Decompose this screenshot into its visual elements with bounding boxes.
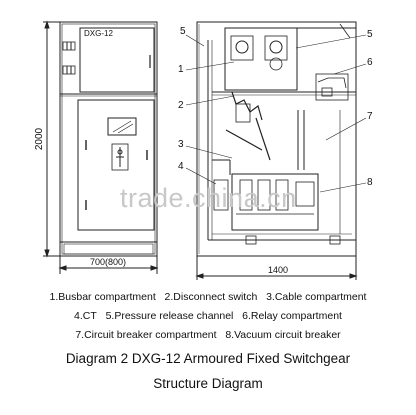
legend-row-3: 7.Circuit breaker compartment 8.Vacuum c…: [0, 328, 416, 342]
pressure-release-flap: [339, 23, 351, 39]
busbar-compartment: [224, 27, 298, 91]
callout-6: 6: [367, 57, 373, 68]
callout-5-right: 5: [367, 29, 373, 40]
front-top-door: [79, 27, 155, 93]
side-view: [185, 21, 367, 280]
callout-5-left: 5: [180, 26, 186, 37]
callout-1: 1: [178, 64, 184, 75]
legend-item-cable: 3.Cable compartment: [266, 291, 367, 303]
height-dimension-label: 2000: [34, 127, 45, 150]
legend-item-breaker-compartment: 7.Circuit breaker compartment: [75, 329, 217, 341]
legend-item-disconnect: 2.Disconnect switch: [164, 291, 258, 303]
watermark-text: trade.china.cn: [120, 183, 297, 213]
callout-4: 4: [178, 161, 184, 172]
callout-8: 8: [367, 177, 373, 188]
callout-3: 3: [178, 139, 184, 150]
caption-line-2: Structure Diagram: [153, 376, 263, 391]
callout-2: 2: [178, 100, 184, 111]
legend-item-relay: 6.Relay compartment: [242, 310, 342, 322]
side-cabinet-outline: [196, 21, 357, 257]
vacuum-circuit-breaker: [231, 173, 319, 231]
viewing-window: [107, 117, 137, 136]
side-width-label: 1400: [268, 265, 288, 275]
mimic-panel: [111, 143, 129, 171]
front-cabinet-outline: [59, 21, 158, 257]
busbar-insulator: [269, 40, 283, 54]
front-panel-label: DXG-12: [84, 29, 113, 38]
legend-row-2: 4.CT 5.Pressure release channel 6.Relay …: [0, 309, 416, 323]
current-transformer: [213, 179, 229, 211]
busbar-insulator: [235, 40, 249, 54]
legend-item-vacuum-breaker: 8.Vacuum circuit breaker: [225, 329, 341, 341]
front-width-label: 700(800): [90, 257, 126, 267]
front-lower-door: [77, 99, 155, 231]
legend-row-1: 1.Busbar compartment 2.Disconnect switch…: [0, 290, 416, 304]
switchgear-drawing: 2000 DXG-12 700(800) 1400 5 1 2 3 4 5 6 …: [34, 20, 373, 280]
front-view: [43, 20, 159, 274]
caption-line-1: Diagram 2 DXG-12 Armoured Fixed Switchge…: [65, 351, 351, 366]
relay-compartment: [315, 73, 349, 101]
legend-item-pressure: 5.Pressure release channel: [105, 310, 234, 322]
legend-item-ct: 4.CT: [74, 310, 97, 322]
callout-7: 7: [367, 111, 373, 122]
disconnect-switch: [231, 91, 263, 121]
legend-item-busbar: 1.Busbar compartment: [49, 291, 156, 303]
